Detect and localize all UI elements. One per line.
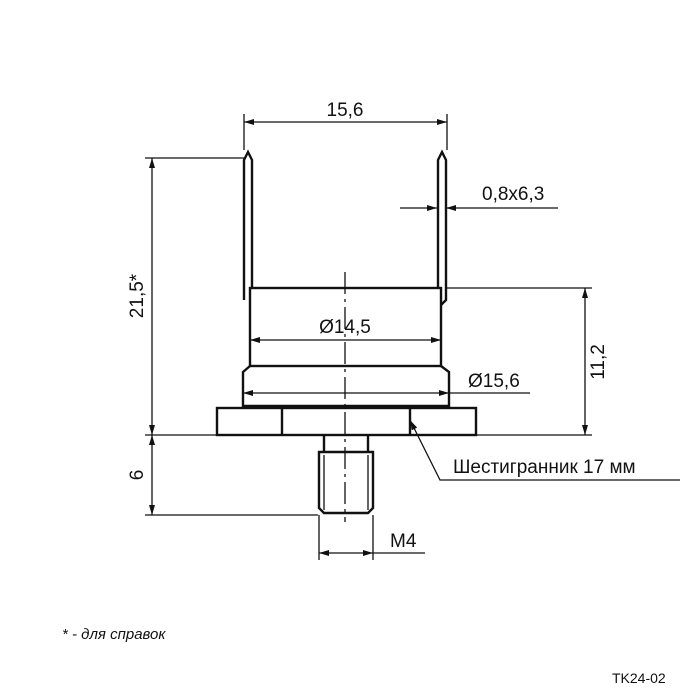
footnote: * - для справок xyxy=(62,626,166,643)
dim-height-total: 21,5* xyxy=(127,273,148,318)
drawing-code: TK24-02 xyxy=(612,670,666,686)
stud-neck xyxy=(322,435,370,452)
dim-top-width: 15,6 xyxy=(327,100,364,121)
dim-body-height: 11,2 xyxy=(588,344,609,380)
dim-diameter-body: Ø14,5 xyxy=(319,317,371,338)
dim-diameter-base: Ø15,6 xyxy=(468,371,520,392)
stud-thread xyxy=(317,450,375,515)
hex-leader-line xyxy=(409,419,680,481)
dimension-lines xyxy=(145,114,680,560)
hex-flange xyxy=(215,406,478,437)
right-terminal xyxy=(436,149,448,306)
dim-stud-length: 6 xyxy=(127,470,148,481)
base-ring xyxy=(241,365,451,408)
dim-thread: M4 xyxy=(390,531,417,552)
dim-terminal-size: 0,8x6,3 xyxy=(482,184,544,205)
left-terminal xyxy=(242,149,254,300)
thread-lines xyxy=(323,455,369,510)
hex-callout: Шестигранник 17 мм xyxy=(453,457,636,478)
part-outline xyxy=(215,149,478,515)
